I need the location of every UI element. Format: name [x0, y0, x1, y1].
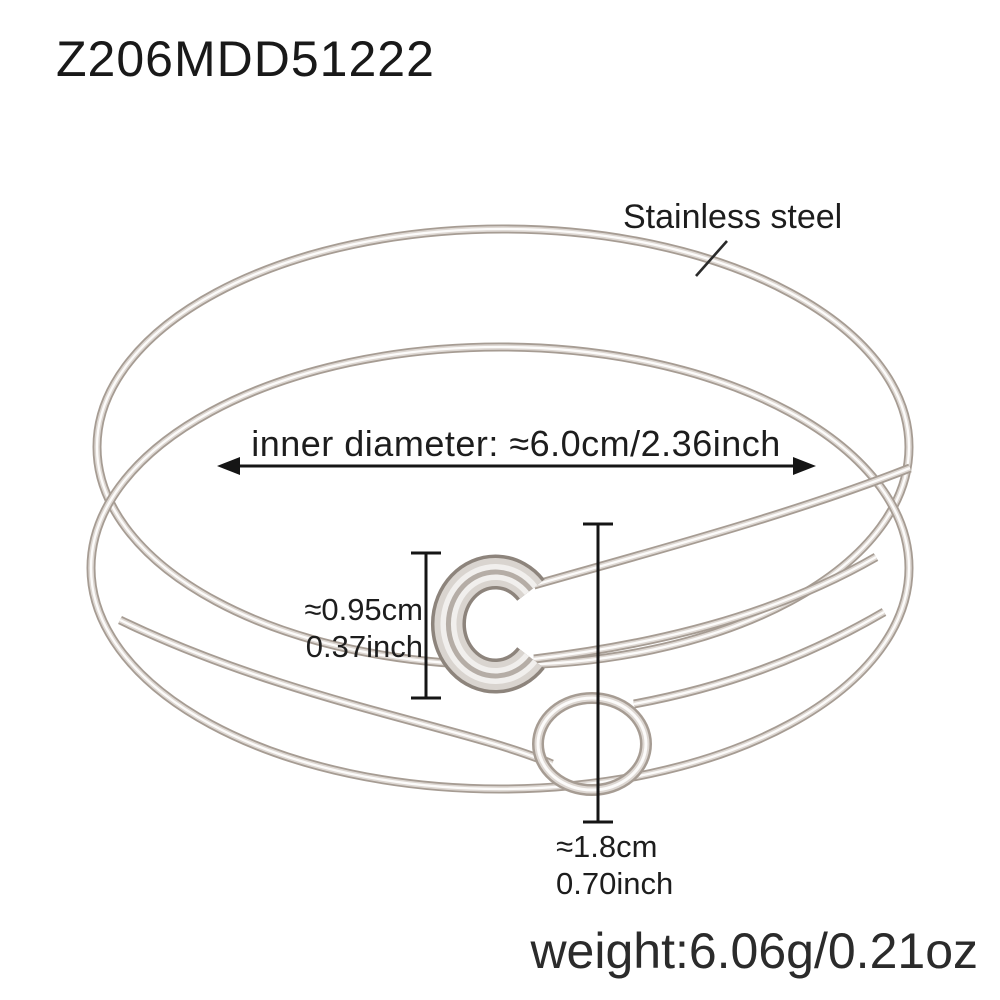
clasp-height-inch: 0.37inch — [305, 629, 423, 664]
weight-label: weight:6.06g/0.21oz — [530, 923, 978, 979]
material-leader-line — [695, 240, 728, 277]
clasp-height-line — [411, 551, 441, 700]
material-label: Stainless steel — [623, 198, 843, 236]
pin-drop-inch: 0.70inch — [556, 866, 674, 901]
bangle-lower-ring — [86, 342, 914, 794]
clasp-height-cm: ≈0.95cm — [304, 592, 423, 627]
coil-loop — [532, 692, 652, 796]
product-code: Z206MDD51222 — [56, 31, 435, 87]
pin-drop-line — [583, 522, 613, 824]
coil-approach-wire — [118, 615, 554, 769]
pin-drop-label: ≈1.8cm 0.70inch — [556, 828, 673, 902]
clasp-height-label: ≈0.95cm 0.37inch — [304, 591, 423, 665]
clasp-head — [431, 554, 545, 694]
inner-diameter-label: inner diameter: ≈6.0cm/2.36inch — [251, 423, 781, 464]
pin-wire-bottom — [533, 553, 879, 664]
coil-exit-wire — [633, 608, 887, 709]
pin-drop-cm: ≈1.8cm — [556, 829, 658, 864]
inner-diameter-arrow — [217, 457, 816, 475]
pin-wire-top — [532, 463, 912, 590]
